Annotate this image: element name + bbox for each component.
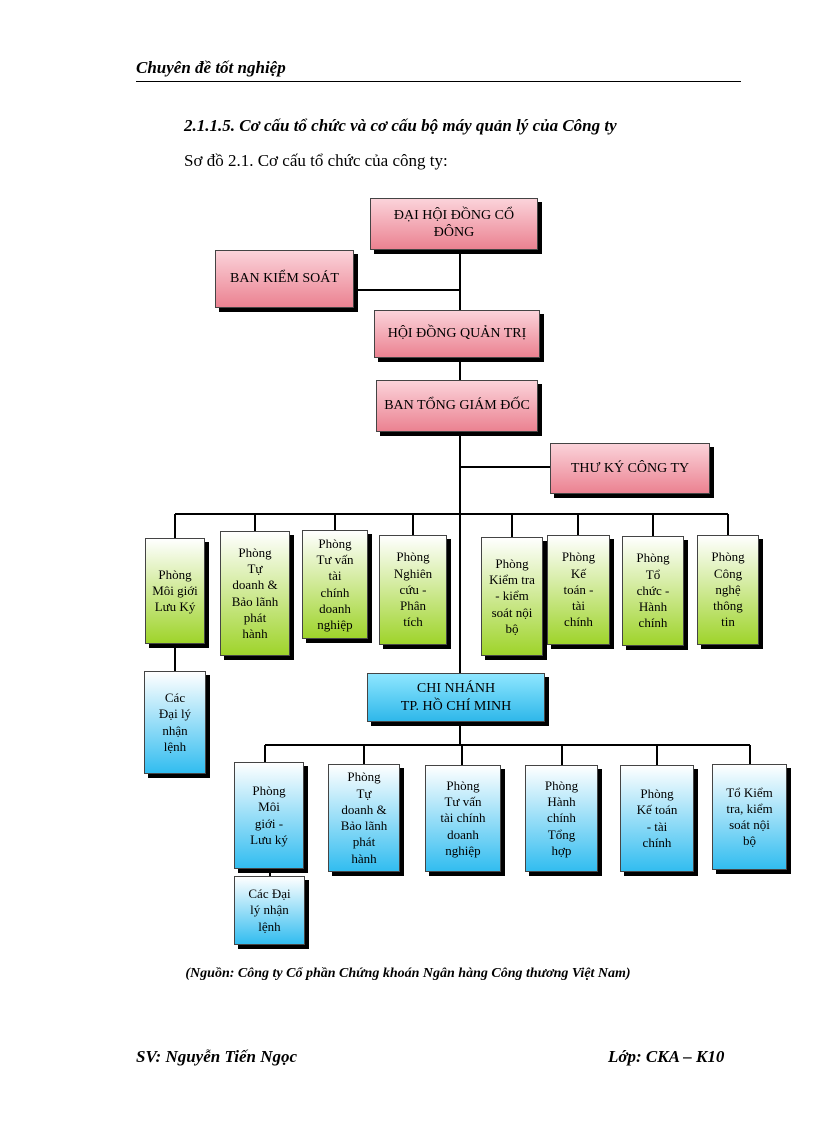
footer-class: Lớp: CKA – K10 [608,1047,725,1066]
box-control-board: BAN KIỂM SOÁT [215,250,354,308]
box-branch-brokerage: Phòng Môi giới - Lưu ký [234,762,304,869]
box-dept-proprietary: Phòng Tự doanh & Bảo lãnh phát hành [220,531,290,656]
box-agents: Các Đại lý nhận lệnh [144,671,206,774]
box-dept-research: Phòng Nghiên cứu - Phân tích [379,535,447,645]
box-branch-advisory: Phòng Tư vấn tài chính doanh nghiệp [425,765,501,872]
diagram-caption: Sơ đồ 2.1. Cơ cấu tổ chức của công ty: [184,151,448,170]
box-company-secretary: THƯ KÝ CÔNG TY [550,443,710,494]
box-dept-inspection: Phòng Kiểm tra - kiểm soát nội bộ [481,537,543,656]
box-branch-agents: Các Đại lý nhận lệnh [234,876,305,945]
box-board-of-directors: HỘI ĐỒNG QUẢN TRỊ [374,310,540,358]
page-header: Chuyên đề tốt nghiệp [136,58,286,77]
box-dept-brokerage: Phòng Môi giới Lưu Ký [145,538,205,644]
header-rule [136,81,741,82]
box-dept-accounting: Phòng Kế toán - tài chính [547,535,610,645]
box-branch-accounting: Phòng Kế toán - tài chính [620,765,694,872]
box-hcmc-branch: CHI NHÁNH TP. HỒ CHÍ MINH [367,673,545,722]
source-note: (Nguồn: Công ty Cổ phần Chứng khoán Ngân… [185,966,631,981]
box-general-director: BAN TỔNG GIÁM ĐỐC [376,380,538,432]
section-title: 2.1.1.5. Cơ cấu tổ chức và cơ cấu bộ máy… [184,116,617,135]
footer-student: SV: Nguyễn Tiến Ngọc [136,1047,298,1066]
box-general-meeting: ĐẠI HỘI ĐỒNG CỔ ĐÔNG [370,198,538,250]
box-dept-it: Phòng Công nghệ thông tin [697,535,759,645]
box-branch-proprietary: Phòng Tự doanh & Bảo lãnh phát hành [328,764,400,872]
box-branch-inspection: Tổ Kiểm tra, kiểm soát nội bộ [712,764,787,870]
box-branch-admin: Phòng Hành chính Tổng hợp [525,765,598,872]
box-dept-administration: Phòng Tổ chức - Hành chính [622,536,684,646]
box-dept-advisory: Phòng Tư vấn tài chính doanh nghiệp [302,530,368,639]
